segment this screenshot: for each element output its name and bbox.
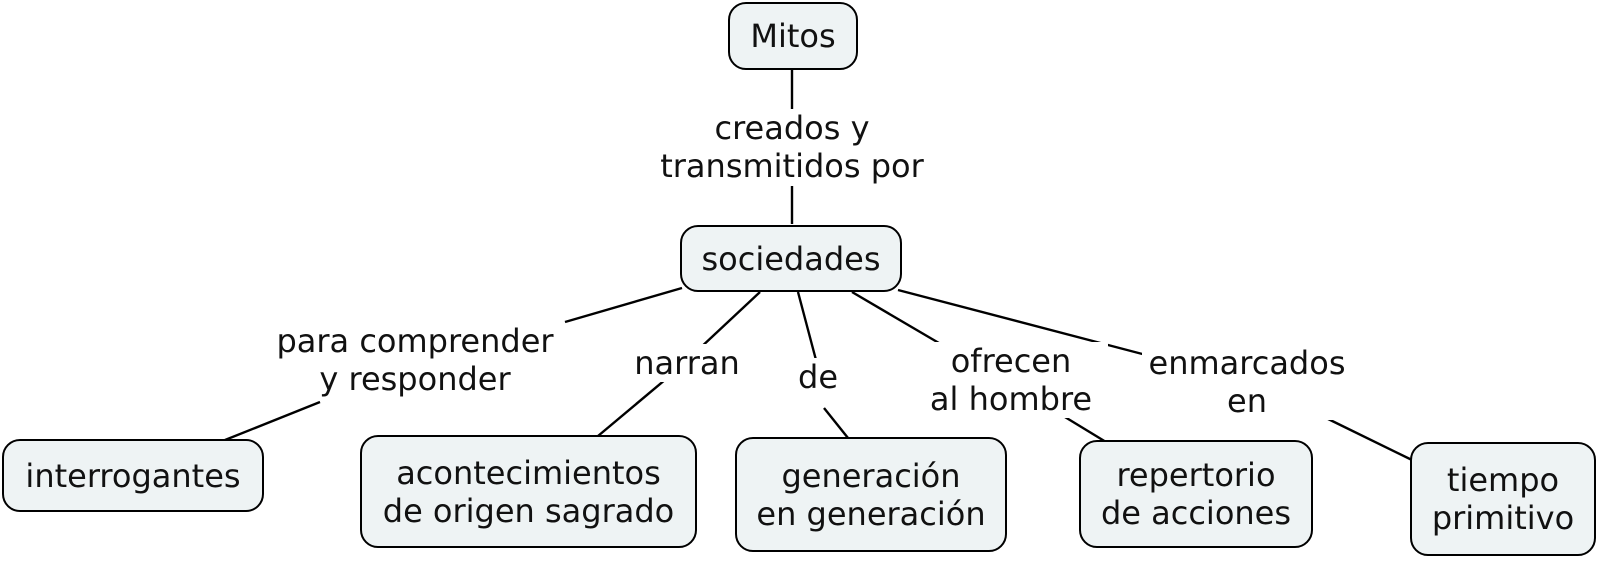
link-label-narran: narran bbox=[622, 344, 752, 382]
link-label-de: de bbox=[790, 358, 846, 396]
concept-repertorio[interactable]: repertorio de acciones bbox=[1079, 440, 1313, 548]
connector-enmarcados-tiempo bbox=[1321, 414, 1413, 462]
link-label-ofrecen: ofrecen al hombre bbox=[914, 342, 1108, 418]
connector-ofrecen-repertorio bbox=[1059, 412, 1107, 444]
connector-sociedades-para bbox=[564, 286, 683, 324]
concept-interrogantes[interactable]: interrogantes bbox=[2, 439, 264, 512]
connector-sociedades-narran bbox=[697, 291, 761, 351]
concept-sociedades[interactable]: sociedades bbox=[680, 225, 902, 292]
connector-narran-acontecimientos bbox=[597, 373, 673, 437]
concept-generacion[interactable]: generación en generación bbox=[735, 437, 1007, 552]
connector-sociedades-enmarcados bbox=[897, 288, 1151, 358]
connector-de-generacion bbox=[823, 407, 849, 439]
connector-para-interrogantes bbox=[224, 400, 321, 442]
concept-mitos[interactable]: Mitos bbox=[728, 2, 858, 70]
connector-sociedades-ofrecen bbox=[851, 290, 945, 348]
link-label-para-comprender: para comprender y responder bbox=[270, 322, 560, 398]
concept-tiempo[interactable]: tiempo primitivo bbox=[1410, 442, 1596, 556]
connector-sociedades-de bbox=[796, 291, 818, 361]
concept-acontecimientos[interactable]: acontecimientos de origen sagrado bbox=[360, 435, 697, 548]
link-label-creados: creados y transmitidos por bbox=[650, 109, 934, 185]
link-label-enmarcados: enmarcados en bbox=[1142, 344, 1352, 420]
